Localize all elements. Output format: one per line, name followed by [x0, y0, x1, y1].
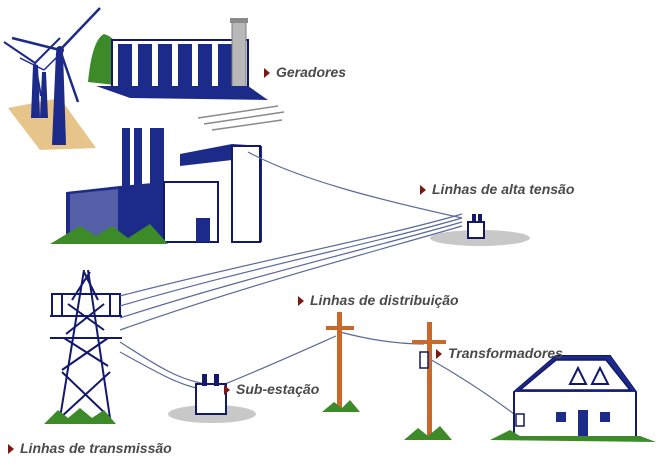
house-icon: [490, 355, 656, 442]
hydro-dam-icon: [88, 18, 268, 100]
tower-grass: [44, 408, 116, 424]
substation-icon: [168, 374, 256, 423]
label-transformadores: Transformadores: [436, 345, 563, 361]
label-geradores: Geradores: [264, 64, 346, 80]
label-subestacao: Sub-estação: [224, 381, 319, 397]
smoke-lines: [197, 105, 285, 131]
wind-turbine-icon: [3, 7, 101, 150]
label-alta-tensao: Linhas de alta tensão: [420, 181, 574, 197]
utility-pole-icon: [322, 312, 360, 412]
bullet-icon: [436, 349, 442, 359]
label-distribuicao: Linhas de distribuição: [298, 292, 459, 308]
transformer-pole-icon: [404, 322, 452, 440]
high-voltage-wires: [119, 151, 515, 415]
bullet-icon: [420, 185, 426, 195]
bullet-icon: [224, 385, 230, 395]
power-plant-icon: [50, 128, 262, 244]
label-transmissao: Linhas de transmissão: [8, 440, 172, 456]
bullet-icon: [8, 444, 14, 454]
bullet-icon: [264, 68, 270, 78]
bullet-icon: [298, 296, 304, 306]
hv-endpoint-icon: [430, 214, 530, 246]
transmission-tower-icon: [50, 269, 122, 419]
